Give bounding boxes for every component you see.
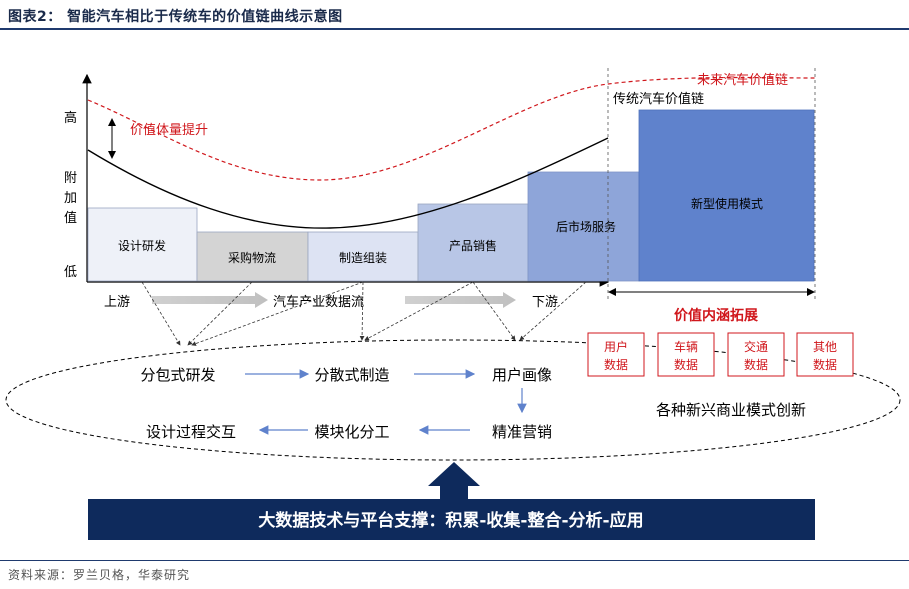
loop-arrows [245,369,527,435]
axis-added-value-2: 加 [64,191,77,206]
data-box-vehicle-2: 数据 [674,357,698,372]
downstream-label: 下游 [532,295,558,310]
industry-data-flow-label: 汽车产业数据流 [273,294,364,310]
data-boxes [587,332,854,377]
loop-distributed-manufacturing: 分散式制造 [314,366,389,384]
stage-label-aftermarket: 后市场服务 [556,219,616,234]
stage-box-aftermarket [527,171,640,282]
stage-label-design: 设计研发 [118,238,166,253]
data-box-other-1: 其他 [813,340,837,354]
future-chain-label: 未来汽车价值链 [697,72,788,88]
data-box-user-2: 数据 [604,357,628,372]
data-flow-arrow-right [405,292,516,308]
loop-design-interaction: 设计过程交互 [146,423,236,441]
stage-box-design [87,207,198,282]
stage-label-manufacturing: 制造组装 [339,251,387,265]
data-box-traffic-2: 数据 [744,357,768,372]
loop-subcontract-rd: 分包式研发 [140,366,215,384]
data-box-vehicle-1: 车辆 [674,339,698,354]
stage-box-new-usage [638,109,815,282]
extension-title: 价值内涵拓展 [674,307,758,324]
value-lift-label: 价值体量提升 [130,122,208,138]
traditional-curve [87,137,609,229]
footer-rule [0,560,909,561]
axis-added-value-3: 值 [64,210,77,226]
axis-added-value-1: 附 [64,171,77,186]
title-rule [0,28,909,30]
axis-high-label: 高 [64,110,77,126]
big-data-banner [88,499,815,540]
upstream-label: 上游 [104,295,130,310]
loop-modular-division: 模块化分工 [314,423,389,441]
stage-to-loop-connectors [141,281,587,346]
axis-low-label: 低 [64,265,77,280]
big-data-banner-text: 大数据技术与平台支撑：积累-收集-整合-分析-应用 [258,510,643,531]
loop-user-profile: 用户画像 [492,366,552,384]
data-box-user-1: 用户 [604,339,628,354]
loop-business-innovation: 各种新兴商业模式创新 [656,401,806,419]
loop-precision-marketing: 精准营销 [492,423,552,441]
stage-box-manufacturing [307,231,419,282]
future-curve [87,76,816,181]
stage-box-sales [417,203,529,282]
value-lift-arrow-head-up [108,118,116,126]
stage-label-sales: 产品销售 [449,238,497,253]
extension-span-arrow-right [807,288,815,296]
stage-label-new-usage: 新型使用模式 [691,196,763,211]
support-up-arrow [428,462,480,499]
innovation-loop-ellipse [5,339,901,461]
data-flow-arrow-left [152,292,268,308]
data-box-other-2: 数据 [813,357,837,372]
traditional-chain-label: 传统汽车价值链 [613,91,704,107]
data-box-traffic-1: 交通 [744,339,768,354]
value-lift-arrow-head-down [108,151,116,159]
extension-span-arrow-left [608,288,616,296]
figure-title: 图表2： 智能汽车相比于传统车的价值链曲线示意图 [8,9,343,25]
source-note: 资料来源：罗兰贝格，华泰研究 [8,568,191,582]
stage-label-procurement: 采购物流 [228,250,276,265]
stage-box-procurement [196,231,309,282]
